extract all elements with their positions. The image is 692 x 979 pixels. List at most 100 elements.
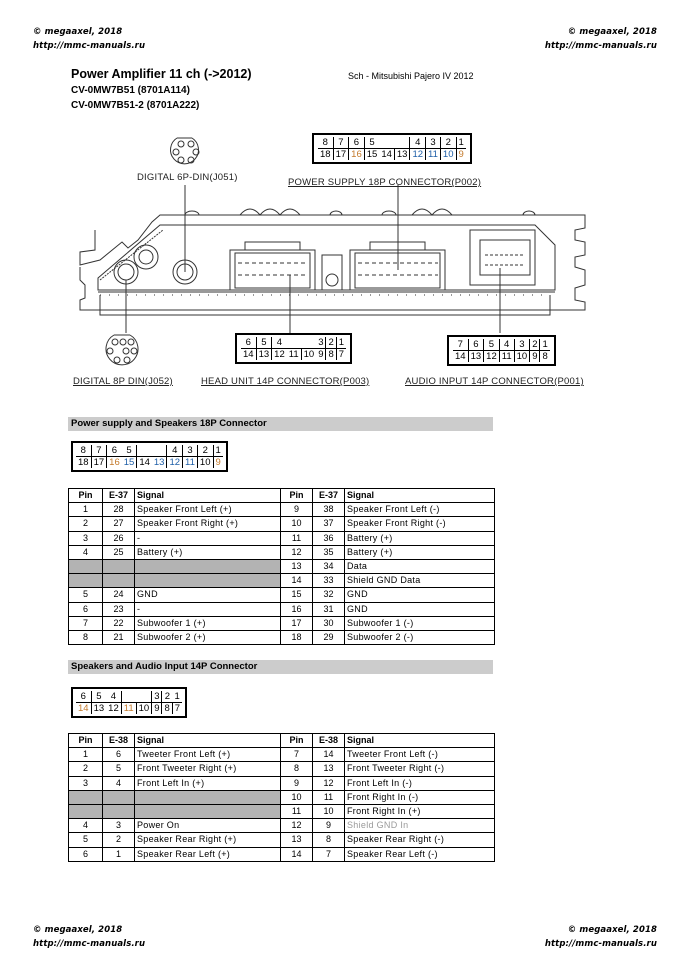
table-row: 1 6 Tweeter Front Left (+) 7 14 Tweeter … (68, 747, 495, 763)
pin-label (394, 137, 410, 149)
table-row: 2 5 Front Tweeter Right (+) 8 13 Front T… (68, 761, 495, 777)
signal-cell: Front Tweeter Right (-) (344, 761, 495, 777)
e37-cell: 24 (102, 587, 135, 603)
pin-label: 5 (255, 337, 272, 349)
signal-cell: Battery (+) (344, 530, 495, 546)
e38-cell-empty (102, 803, 135, 820)
copyright-text: © megaaxel, 2018 (567, 27, 657, 37)
signal-cell: Front Right In (-) (344, 789, 495, 805)
pin-label: 4 (110, 691, 117, 702)
e38-cell: 4 (102, 775, 135, 791)
e38-cell: 12 (312, 775, 345, 791)
pin-label: 13 (467, 350, 484, 362)
pin-label: 12 (483, 350, 500, 362)
table-row: 8 21 Subwoofer 2 (+) 18 29 Subwoofer 2 (… (68, 629, 495, 646)
pin-label: 11 (286, 348, 302, 360)
pinout-table-14p: Pin E-38 Signal Pin E-38 Signal 1 6 Twee… (68, 732, 495, 862)
signal-cell: Speaker Rear Right (+) (134, 832, 281, 848)
pin-label: 12 (409, 148, 426, 160)
pin-label: 18 (318, 148, 334, 160)
e38-cell: 6 (102, 747, 135, 763)
table-row: 5 24 GND 15 32 GND (68, 587, 495, 603)
signal-cell: Speaker Rear Left (-) (344, 846, 495, 862)
pin-label: 16 (348, 148, 365, 160)
e37-cell: 36 (312, 530, 345, 546)
label-digital-8p-din: DIGITAL 8P DIN(J052) (73, 376, 173, 387)
e37-cell: 30 (312, 615, 345, 631)
signal-cell: Battery (+) (134, 544, 281, 560)
table-row: 6 1 Speaker Rear Left (+) 14 7 Speaker R… (68, 846, 495, 862)
signal-cell-empty (134, 573, 281, 589)
copyright-text: © megaaxel, 2018 (567, 925, 657, 935)
pin-label: 11 (498, 350, 515, 362)
pin-label (379, 137, 394, 149)
din6-connector-icon (170, 137, 200, 165)
copyright-text: © megaaxel, 2018 (33, 925, 123, 935)
e38-cell: 13 (312, 761, 345, 777)
column-header-pin: Pin (68, 732, 103, 749)
table-row: 4 25 Battery (+) 12 35 Battery (+) (68, 544, 495, 560)
column-header-pin: Pin (68, 487, 103, 504)
pin-cell: 10 (280, 789, 313, 805)
pin-label: 11 (182, 456, 198, 468)
pin-label: 1 (212, 445, 223, 457)
pin-label: 7 (171, 702, 183, 714)
e38-cell: 3 (102, 818, 135, 834)
e38-cell: 11 (312, 789, 345, 805)
pin-cell: 2 (68, 761, 103, 777)
pin-cell: 11 (280, 530, 313, 546)
label-audio-input-14p: AUDIO INPUT 14P CONNECTOR(P001) (405, 376, 584, 387)
pin-cell: 16 (280, 601, 313, 617)
site-url: http://mmc-manuals.ru (33, 939, 146, 949)
pin-label: 2 (439, 137, 456, 149)
signal-cell: GND (344, 587, 495, 603)
pin-label: 2 (529, 339, 540, 351)
pin-label: 17 (90, 456, 107, 468)
document-title: Power Amplifier 11 ch (->2012) (71, 67, 252, 81)
pin-cell: 4 (68, 818, 103, 834)
column-header-signal: Signal (134, 732, 281, 749)
column-header-pin: Pin (280, 732, 313, 749)
pin-cell-empty (68, 803, 103, 820)
table-row: 3 4 Front Left In (+) 9 12 Front Left In… (68, 775, 495, 791)
signal-cell-muted: Shield GND In (344, 818, 495, 834)
amplifier-outline-drawing (79, 137, 586, 366)
e37-cell: 25 (102, 544, 135, 560)
pin-label: 7 (457, 339, 463, 350)
pin-cell: 9 (280, 775, 313, 791)
signal-cell: Front Right In (+) (344, 803, 495, 820)
pin-label: 12 (271, 348, 287, 360)
pin-label: 7 (90, 445, 107, 457)
e38-cell: 9 (312, 818, 345, 834)
pin-label: 15 (121, 456, 137, 468)
signal-cell: GND (134, 587, 281, 603)
column-header-e37: E-37 (312, 487, 345, 504)
e38-cell: 10 (312, 803, 345, 820)
e37-cell: 26 (102, 530, 135, 546)
pin-label: 10 (196, 456, 213, 468)
pin-cell: 7 (280, 747, 313, 763)
e38-cell: 2 (102, 832, 135, 848)
pin-label: 9 (316, 348, 326, 360)
pin-cell: 13 (280, 832, 313, 848)
e37-cell-empty (102, 558, 135, 575)
header-copyright-left: © megaaxel, 2018 http://mmc-manuals.ru (33, 25, 145, 53)
pin-cell-empty (68, 789, 103, 805)
pin-label: 9 (529, 350, 540, 362)
pin-label: 13 (255, 348, 272, 360)
e37-cell: 23 (102, 601, 135, 617)
signal-cell: - (134, 601, 281, 617)
pin-label: 3 (318, 337, 324, 348)
e37-cell-empty (102, 573, 135, 589)
label-digital-6p-din: DIGITAL 6P-DIN(J051) (137, 172, 238, 183)
audio-input-14p-pin-diagram: 7 6 5 4 3 2 1 14 13 12 11 10 9 8 (447, 335, 556, 366)
signal-cell: Front Tweeter Right (+) (134, 761, 281, 777)
signal-cell: Data (344, 558, 495, 575)
pin-label: 2 (196, 445, 213, 457)
pin-cell: 11 (280, 803, 313, 820)
pin-label: 6 (80, 691, 86, 702)
pin-label: 16 (106, 456, 122, 468)
signal-cell: Speaker Rear Left (+) (134, 846, 281, 862)
pin-label: 5 (126, 445, 132, 456)
e37-cell: 22 (102, 615, 135, 631)
